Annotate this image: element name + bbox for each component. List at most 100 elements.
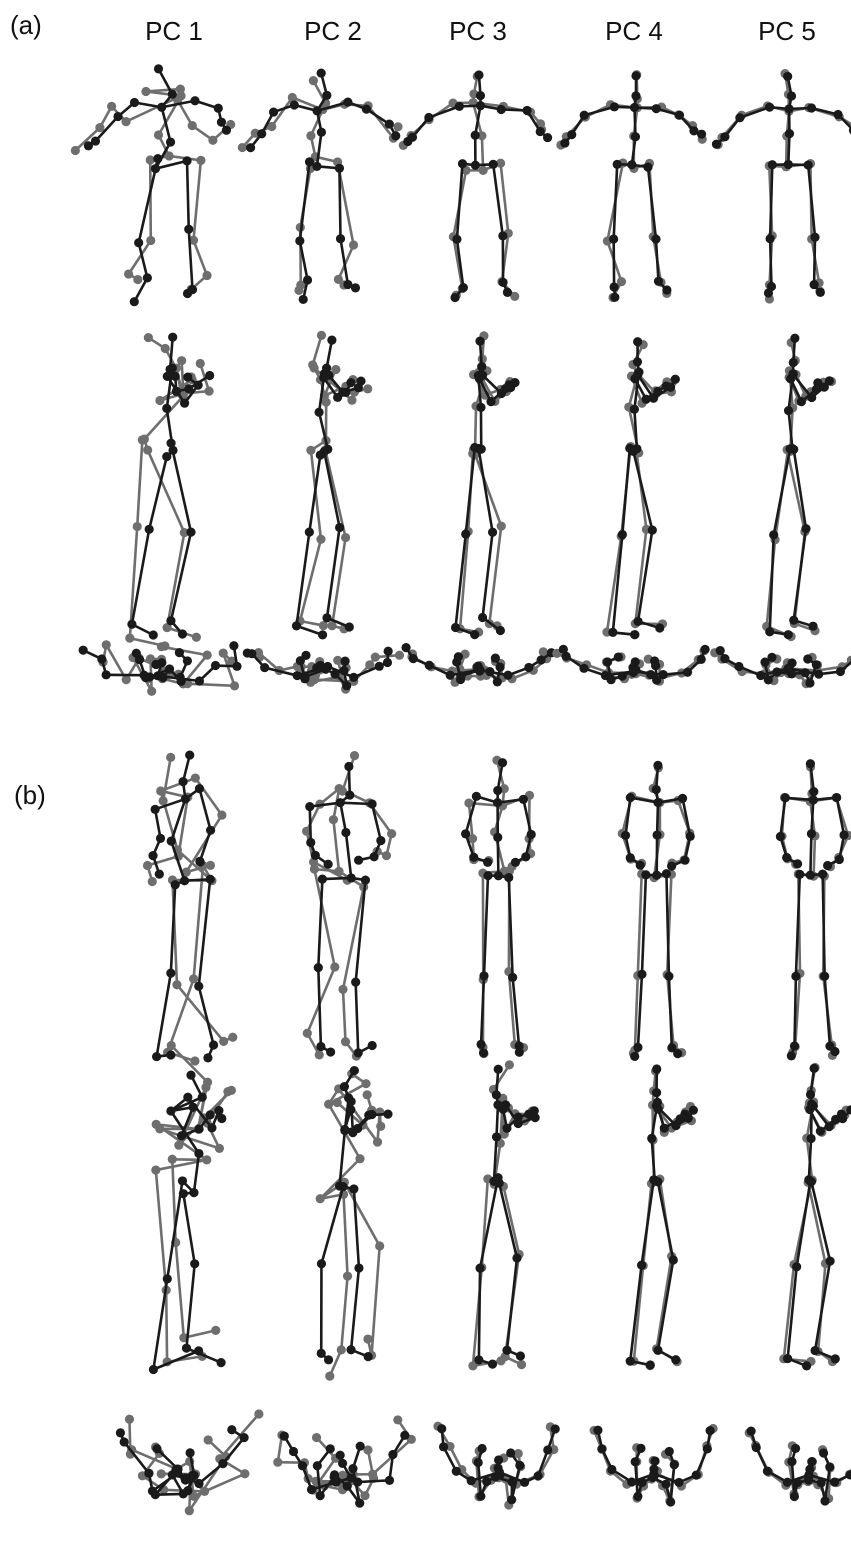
skeleton-joint	[338, 984, 348, 994]
skeleton-joint	[806, 1177, 816, 1187]
skeleton-joint	[349, 751, 360, 761]
skeleton-joint	[216, 1358, 226, 1368]
skeleton-joint	[780, 793, 790, 803]
skeleton-b-side-pc1-grey	[151, 1040, 236, 1367]
skeleton-joint	[674, 1477, 684, 1488]
skeleton-joint	[367, 799, 377, 809]
skeleton-joint	[353, 1048, 363, 1058]
skeleton-b-front-pc4-black	[620, 760, 695, 1062]
skeleton-joint	[648, 1472, 658, 1483]
skeleton-joint	[156, 642, 167, 652]
skeleton-joint	[790, 333, 800, 343]
skeleton-joint	[309, 363, 319, 373]
skeleton-joint	[335, 234, 346, 244]
skeleton-joint	[336, 1345, 346, 1355]
skeleton-bone	[496, 761, 504, 792]
skeleton-joint	[629, 404, 640, 414]
skeleton-bone	[654, 237, 660, 283]
skeleton-joint	[845, 1470, 851, 1480]
skeleton-bone	[160, 99, 197, 109]
skeleton-bone	[128, 525, 139, 640]
skeleton-bone	[192, 1152, 201, 1194]
skeleton-joint	[294, 285, 304, 295]
skeleton-joint	[503, 670, 513, 680]
skeleton-joint	[333, 655, 343, 665]
skeleton-b-side-pc2-black	[316, 1065, 393, 1365]
skeleton-joint	[143, 332, 153, 343]
skeleton-bone	[169, 797, 187, 843]
skeleton-joint	[783, 71, 793, 82]
skeleton-joint	[150, 804, 160, 814]
skeleton-joint	[641, 870, 651, 880]
skeleton-joint	[322, 90, 332, 100]
skeleton-joint	[513, 1449, 523, 1459]
skeleton-joint	[78, 645, 88, 655]
skeleton-b-top-pc4-black	[593, 1425, 715, 1507]
skeleton-joint	[789, 1041, 800, 1051]
skeleton-bone	[153, 808, 162, 840]
skeleton-joint	[298, 294, 308, 305]
skeleton-joint	[809, 787, 819, 797]
skeleton-joint	[809, 279, 819, 290]
skeleton-joint	[218, 648, 228, 658]
skeleton-joint	[312, 1461, 322, 1471]
skeleton-joint	[688, 1105, 698, 1115]
skeleton-joint	[492, 798, 503, 808]
skeleton-joint	[658, 670, 668, 680]
skeleton-joint	[664, 971, 674, 981]
skeleton-joint	[134, 238, 144, 248]
skeleton-joint	[324, 1099, 334, 1109]
skeleton-bone	[133, 101, 164, 109]
skeleton-joint	[338, 387, 348, 397]
skeleton-joint	[783, 405, 794, 416]
skeleton-bone	[342, 1193, 349, 1278]
skeleton-joint	[720, 132, 730, 142]
skeleton-a-165-pc5-grey	[713, 69, 851, 304]
skeleton-joint	[162, 622, 172, 633]
skeleton-joint	[631, 71, 641, 81]
skeleton-a-668-pc4-black	[558, 644, 710, 685]
skeleton-joint	[191, 632, 201, 642]
skeleton-joint	[467, 833, 478, 844]
skeleton-joint	[168, 332, 178, 342]
skeleton-bone	[192, 238, 209, 277]
skeleton-joint	[791, 971, 801, 981]
skeleton-joint	[348, 1463, 358, 1474]
skeleton-joint	[649, 656, 660, 666]
skeleton-bone	[499, 161, 510, 235]
skeleton-joint	[512, 1253, 522, 1263]
skeleton-bone	[482, 874, 490, 978]
skeleton-joint	[316, 127, 327, 137]
skeleton-bone	[582, 105, 616, 117]
skeleton-joint	[158, 796, 168, 806]
skeleton-joint	[461, 529, 471, 539]
skeleton-joint	[513, 1118, 523, 1129]
skeleton-bone	[442, 1445, 458, 1473]
skeleton-joint	[519, 1477, 530, 1487]
skeleton-joint	[245, 143, 256, 153]
skeleton-joint	[494, 1178, 504, 1188]
skeleton-bone	[352, 665, 381, 679]
skeleton-a-450-pc5-black	[765, 333, 834, 640]
skeleton-joint	[637, 1477, 647, 1488]
skeleton-joint	[609, 102, 619, 112]
skeleton-bone	[605, 534, 623, 634]
skeleton-joint	[478, 165, 488, 175]
skeleton-joint	[384, 119, 394, 129]
skeleton-bone	[221, 1436, 246, 1465]
skeleton-bone	[198, 787, 212, 832]
skeleton-joint	[818, 1448, 829, 1458]
skeleton-bone	[455, 237, 465, 289]
skeleton-bone	[146, 448, 186, 534]
skeleton-joint	[221, 125, 232, 135]
skeleton-joint	[190, 773, 200, 783]
skeleton-joint	[376, 1121, 386, 1131]
skeleton-joint	[90, 136, 101, 146]
skeleton-joint	[185, 750, 195, 760]
skeleton-joint	[705, 1426, 715, 1436]
skeleton-joint	[479, 971, 489, 981]
skeleton-joint	[609, 282, 619, 292]
skeleton-joint	[457, 159, 468, 169]
skeleton-bone	[185, 1262, 197, 1350]
skeleton-joint	[648, 393, 659, 403]
